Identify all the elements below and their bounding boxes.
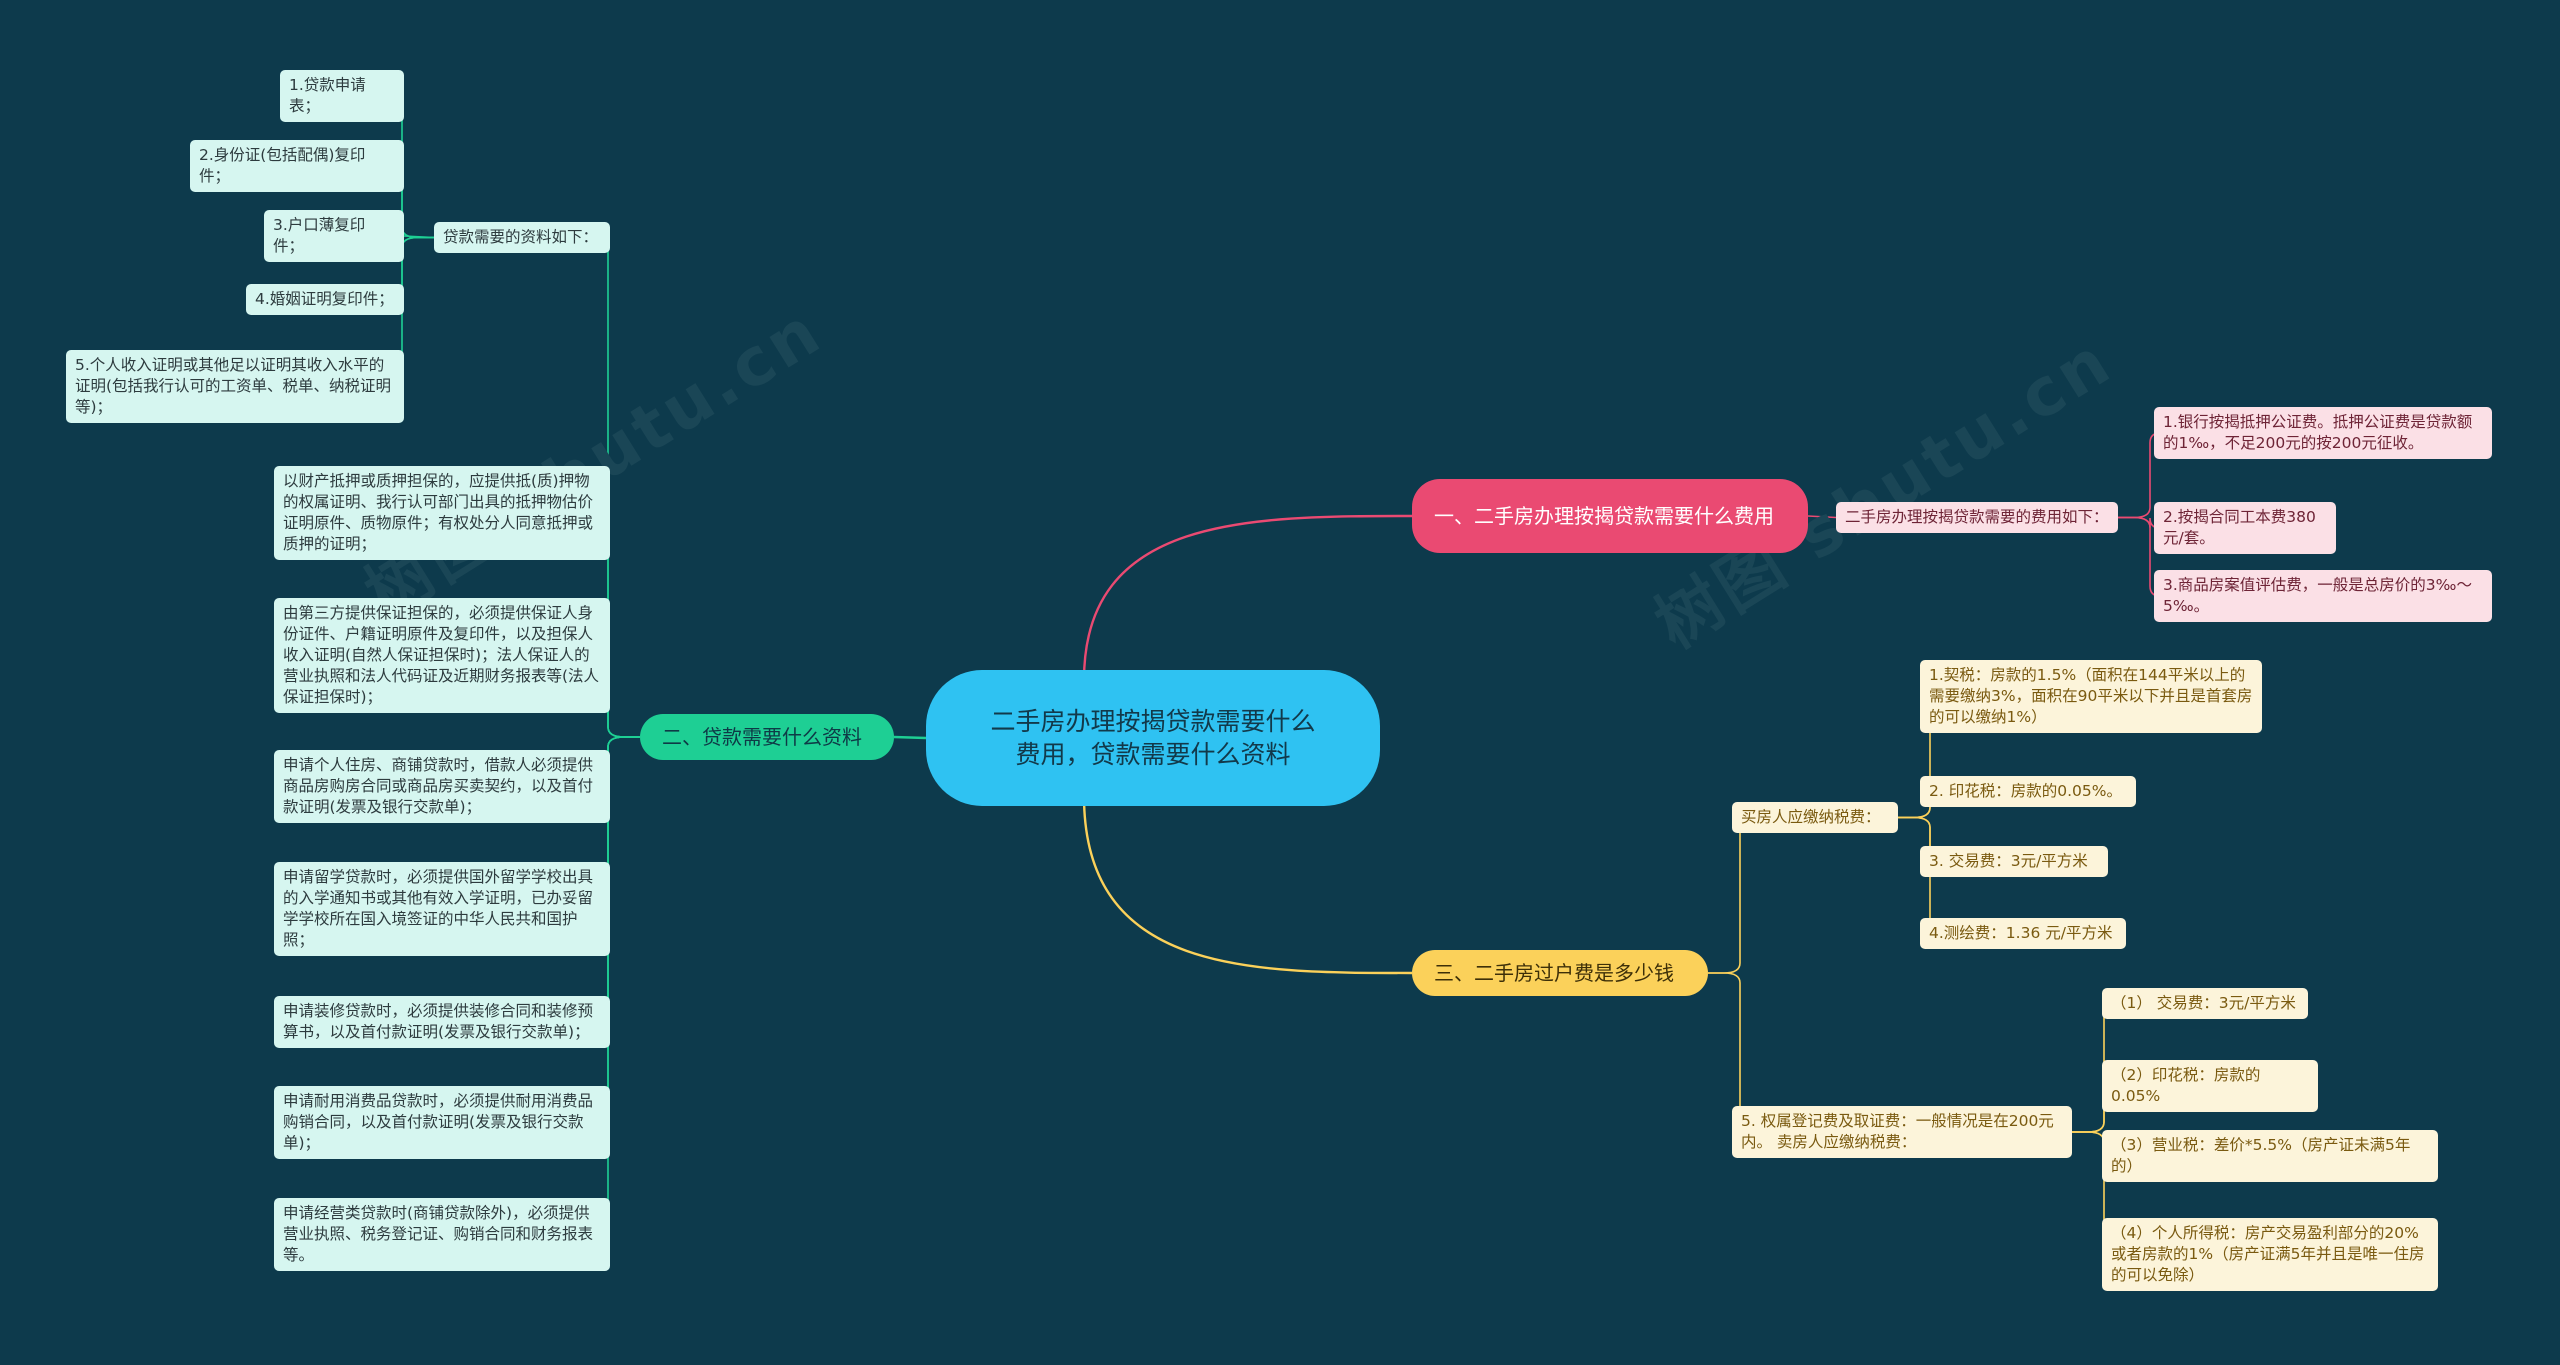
branch-loan-documents[interactable]: 二、贷款需要什么资料 [640, 714, 894, 760]
list-item[interactable]: 申请个人住房、商铺贷款时，借款人必须提供商品房购房合同或商品房买卖契约，以及首付… [274, 750, 610, 823]
list-item[interactable]: 1.契税：房款的1.5%（面积在144平米以上的需要缴纳3%，面积在90平米以下… [1920, 660, 2262, 733]
buyer-taxes-heading[interactable]: 买房人应缴纳税费： [1732, 802, 1898, 833]
list-item[interactable]: 申请装修贷款时，必须提供装修合同和装修预算书，以及首付款证明(发票及银行交款单)… [274, 996, 610, 1048]
central-topic[interactable]: 二手房办理按揭贷款需要什么费用，贷款需要什么资料 [926, 670, 1380, 806]
connector-line [1807, 515, 1837, 519]
branch-label: 一、二手房办理按揭贷款需要什么费用 [1434, 504, 1774, 528]
documents-heading[interactable]: 贷款需要的资料如下： [434, 222, 610, 253]
registration-seller-heading[interactable]: 5. 权属登记费及取证费：一般情况是在200元内。 卖房人应缴纳税费： [1732, 1106, 2072, 1158]
loan-fees-heading[interactable]: 二手房办理按揭贷款需要的费用如下： [1836, 502, 2118, 533]
list-item[interactable]: （1） 交易费：3元/平方米 [2102, 988, 2308, 1019]
list-item[interactable]: 2. 印花税：房款的0.05%。 [1920, 776, 2136, 807]
list-item[interactable]: 5.个人收入证明或其他足以证明其收入水平的证明(包括我行认可的工资单、税单、纳税… [66, 350, 404, 423]
connector-line [893, 735, 927, 740]
list-item[interactable]: （3）营业税：差价*5.5%（房产证未满5年的） [2102, 1130, 2438, 1182]
list-item[interactable]: 由第三方提供保证担保的，必须提供保证人身份证件、户籍证明原件及复印件，以及担保人… [274, 598, 610, 713]
list-item[interactable]: 申请耐用消费品贷款时，必须提供耐用消费品购销合同，以及首付款证明(发票及银行交款… [274, 1086, 610, 1159]
list-item[interactable]: 申请留学贷款时，必须提供国外留学学校出具的入学通知书或其他有效入学证明，已办妥留… [274, 862, 610, 956]
list-item[interactable]: 4.婚姻证明复印件； [246, 284, 404, 315]
connector-line [1708, 816, 1751, 974]
connector-line [1082, 795, 1413, 975]
branch-transfer-fees[interactable]: 三、二手房过户费是多少钱 [1412, 950, 1708, 996]
list-item[interactable]: （2）印花税：房款的0.05% [2102, 1060, 2318, 1112]
list-item[interactable]: 3. 交易费：3元/平方米 [1920, 846, 2108, 877]
list-item[interactable]: 申请经营类贷款时(商铺贷款除外)，必须提供营业执照、税务登记证、购销合同和财务报… [274, 1198, 610, 1271]
branch-loan-fees[interactable]: 一、二手房办理按揭贷款需要什么费用 [1412, 479, 1808, 553]
list-item[interactable]: 3.户口薄复印件； [264, 210, 404, 262]
branch-label: 二、贷款需要什么资料 [662, 725, 862, 749]
list-item[interactable]: 2.身份证(包括配偶)复印件； [190, 140, 404, 192]
central-topic-label: 二手房办理按揭贷款需要什么费用，贷款需要什么资料 [990, 707, 1316, 769]
list-item[interactable]: 以财产抵押或质押担保的，应提供抵(质)押物的权属证明、我行认可部门出具的抵押物估… [274, 466, 610, 560]
list-item[interactable]: （4）个人所得税：房产交易盈利部分的20%或者房款的1%（房产证满5年并且是唯一… [2102, 1218, 2438, 1291]
list-item[interactable]: 2.按揭合同工本费380元/套。 [2154, 502, 2336, 554]
list-item[interactable]: 3.商品房案值评估费，一般是总房价的3‰～5‰。 [2154, 570, 2492, 622]
connector-line [1082, 514, 1413, 681]
list-item[interactable]: 1.银行按揭抵押公证费。抵押公证费是贷款额的1‰，不足200元的按200元征收。 [2154, 407, 2492, 459]
list-item[interactable]: 1.贷款申请表； [280, 70, 404, 122]
list-item[interactable]: 4.测绘费：1.36 元/平方米 [1920, 918, 2126, 949]
branch-label: 三、二手房过户费是多少钱 [1434, 961, 1674, 985]
